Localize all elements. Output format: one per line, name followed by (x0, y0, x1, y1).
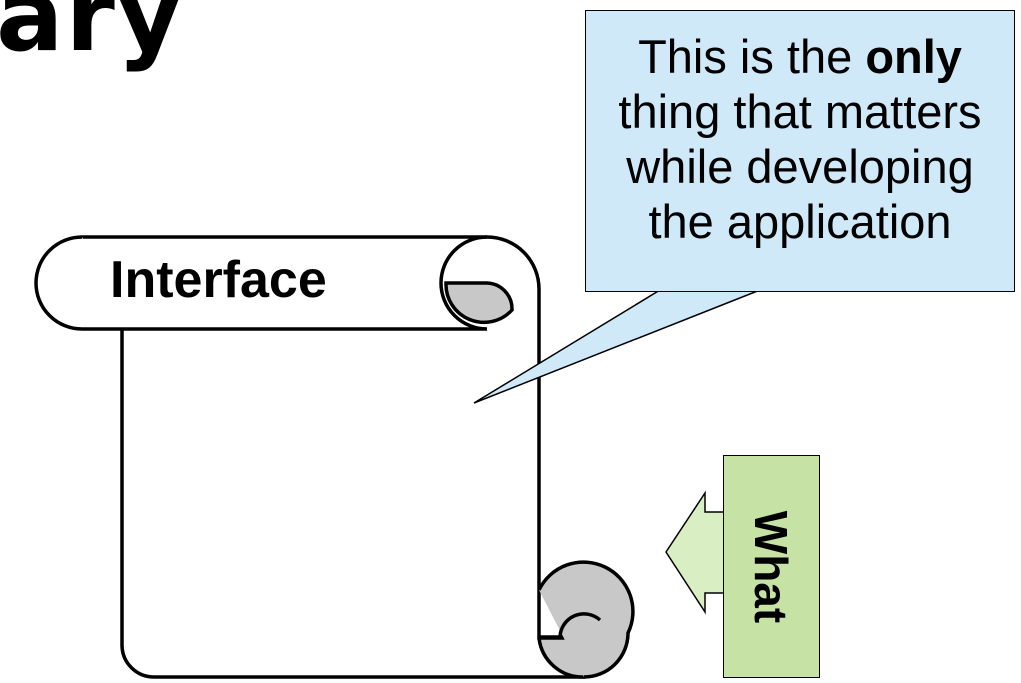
left-arrow-icon (665, 490, 723, 615)
slide-title-fragment: ary (0, 0, 184, 74)
callout-line-1: This is the only (638, 30, 962, 83)
callout-box: This is the only thing that matters whil… (585, 10, 1015, 292)
callout-emphasis: only (865, 30, 962, 83)
callout-line-4: the application (648, 195, 952, 248)
scroll-top-curl (444, 281, 514, 325)
scroll-label: Interface (110, 251, 327, 309)
what-label: What (723, 455, 820, 678)
what-label-text: What (745, 510, 798, 623)
callout-line-2: thing that matters (618, 85, 982, 138)
scroll-shape (34, 235, 635, 679)
callout-line-3: while developing (626, 140, 974, 193)
